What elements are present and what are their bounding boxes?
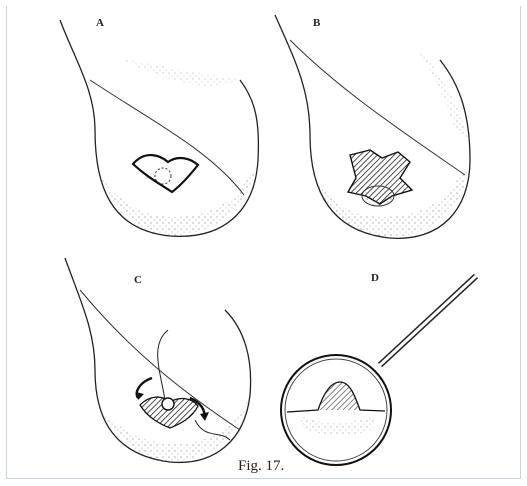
panel-label-d: D [371, 272, 379, 284]
panel-c-breast-drawing [65, 258, 251, 462]
panel-d-magnifier-drawing [281, 276, 476, 465]
panel-b-breast-drawing [275, 15, 470, 238]
panel-a-breast-drawing [60, 20, 258, 236]
panel-label-a: A [96, 17, 104, 29]
panel-label-b: B [313, 17, 321, 29]
figure-caption: Fig. 17. [238, 458, 284, 475]
panel-label-c: C [134, 274, 142, 286]
